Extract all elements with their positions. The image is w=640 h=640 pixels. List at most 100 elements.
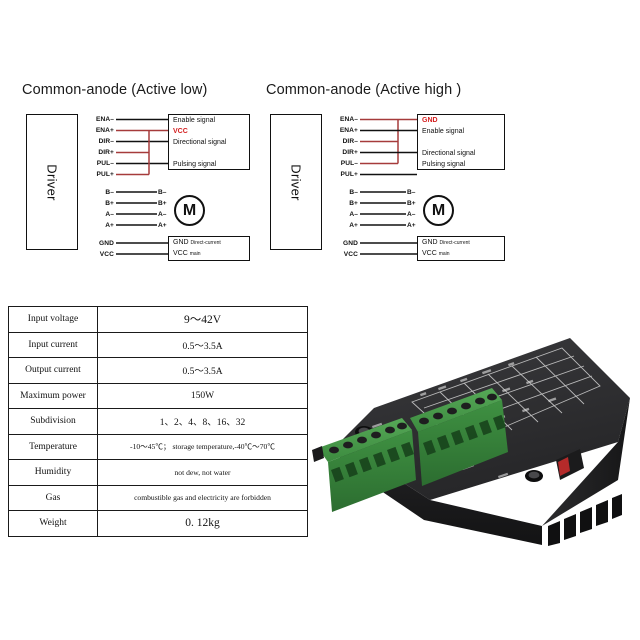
power-vcc-row: VCC main [418, 248, 504, 259]
table-row: Input voltage 9～42V [8, 306, 308, 333]
pin-b-plus: B+ [105, 200, 114, 207]
spec-value: combustible gas and electricity are forb… [97, 484, 308, 511]
wire-lines-active-high [360, 118, 417, 255]
mounting-hole-right [525, 470, 543, 482]
power-gnd-row: GND Direct-current [169, 237, 249, 248]
spec-key: Input current [8, 331, 98, 358]
spec-value: 0.5～3.5A [97, 331, 308, 358]
diagram-title-active-low: Common-anode (Active low) [22, 82, 208, 98]
table-row: Input current 0.5～3.5A [8, 331, 308, 358]
motor-terminal-a-minus: A– [158, 210, 167, 218]
signal-directional: Directional signal [173, 139, 227, 146]
motor-terminal-a-plus: A+ [407, 221, 416, 229]
side-tab [312, 446, 324, 462]
motor-terminal-labels: B– B+ A– A+ [407, 187, 416, 231]
power-vcc-label: VCC [422, 250, 437, 257]
motor-terminal-labels: B– B+ A– A+ [158, 187, 167, 231]
pin-pul-minus: PUL– [96, 160, 114, 167]
table-row: Subdivision 1、2、4、8、16、32 [8, 408, 308, 435]
pin-dir-minus: DIR– [342, 138, 358, 145]
pin-vcc: VCC [343, 251, 358, 258]
pin-a-minus: A– [349, 211, 358, 218]
power-box-active-low: GND Direct-current VCC main [168, 236, 250, 261]
motor-terminal-b-plus: B+ [407, 199, 416, 207]
power-vcc-row: VCC main [169, 248, 249, 259]
driver-box [26, 114, 78, 250]
pin-gnd: GND [343, 240, 358, 247]
wiring-diagram-active-low: Common-anode (Active low) Driver ENA– EN… [18, 82, 258, 264]
motor-terminal-a-plus: A+ [158, 221, 167, 229]
spec-value: 0.5～3.5A [97, 357, 308, 384]
signal-enable: Enable signal [173, 117, 216, 124]
signal-gnd: GND [422, 117, 438, 124]
signal-pulsing: Pulsing signal [422, 161, 466, 168]
spec-table-body: Input voltage 9～42V Input current 0.5～3.… [8, 306, 308, 537]
power-box-active-high: GND Direct-current VCC main [417, 236, 505, 261]
diagram-title-active-high: Common-anode (Active high ) [266, 82, 462, 98]
pin-dir-plus: DIR+ [98, 149, 114, 156]
spec-key: Subdivision [8, 408, 98, 435]
pin-b-minus: B– [349, 189, 358, 196]
spec-key: Temperature [8, 433, 98, 460]
table-row: Maximum power 150W [8, 382, 308, 409]
motor-terminal-b-plus: B+ [158, 199, 167, 207]
table-row: Gas combustible gas and electricity are … [8, 484, 308, 511]
spec-key: Output current [8, 357, 98, 384]
wiring-diagram-active-high: Common-anode (Active high ) Driver ENA– … [262, 82, 512, 264]
terminal-block-left [318, 418, 416, 512]
driver-box [270, 114, 322, 250]
spec-key: Humidity [8, 459, 98, 486]
pin-ena-plus: ENA+ [95, 127, 114, 134]
driver-pin-list: ENA– ENA+ DIR– DIR+ PUL– PUL+ B– B+ A– A… [322, 114, 360, 260]
spec-value: 150W [97, 382, 308, 409]
dip-switch [556, 449, 584, 480]
spec-value: 0. 12kg [97, 510, 308, 537]
power-gnd-note: Direct-current [439, 240, 470, 246]
signal-vcc: VCC [173, 128, 188, 135]
pin-dir-minus: DIR– [98, 138, 114, 145]
spec-value: 9～42V [97, 306, 308, 333]
table-row: Weight 0. 12kg [8, 510, 308, 537]
pin-ena-minus: ENA– [340, 116, 358, 123]
table-row: Humidity not dew, not water [8, 459, 308, 486]
spec-key: Weight [8, 510, 98, 537]
signal-pulsing: Pulsing signal [173, 161, 217, 168]
power-gnd-label: GND [422, 239, 438, 246]
spec-value: -10～45℃； storage temperature,-40℃～70℃ [97, 433, 308, 460]
signal-spacer: . [418, 137, 504, 148]
pin-ena-minus: ENA– [96, 116, 114, 123]
signal-spacer: . [169, 148, 249, 159]
spec-key: Gas [8, 484, 98, 511]
terminal-block-right [410, 388, 508, 486]
wire-lines-active-low [116, 118, 168, 255]
signal-box-active-high: GND Enable signal . Directional signal P… [417, 114, 505, 170]
signal-directional: Directional signal [422, 150, 476, 157]
signal-box-active-low: Enable signal VCC Directional signal . P… [168, 114, 250, 170]
motor-terminal-b-minus: B– [407, 188, 416, 196]
power-gnd-label: GND [173, 239, 189, 246]
power-vcc-note: main [438, 251, 450, 257]
pin-pul-minus: PUL– [340, 160, 358, 167]
product-photo-stepper-driver [312, 330, 636, 575]
specification-table: Input voltage 9～42V Input current 0.5～3.… [8, 306, 308, 537]
power-vcc-label: VCC [173, 250, 188, 257]
power-gnd-row: GND Direct-current [418, 237, 504, 248]
motor-terminal-b-minus: B– [158, 188, 167, 196]
pin-pul-plus: PUL+ [340, 171, 358, 178]
spec-value: 1、2、4、8、16、32 [97, 408, 308, 435]
pin-a-plus: A+ [105, 222, 114, 229]
pin-ena-plus: ENA+ [339, 127, 358, 134]
pin-dir-plus: DIR+ [342, 149, 358, 156]
driver-pin-list: ENA– ENA+ DIR– DIR+ PUL– PUL+ B– B+ A– A… [78, 114, 116, 260]
pin-pul-plus: PUL+ [96, 171, 114, 178]
pin-vcc: VCC [99, 251, 114, 258]
spec-key: Maximum power [8, 382, 98, 409]
power-gnd-note: Direct-current [190, 240, 221, 246]
table-row: Output current 0.5～3.5A [8, 357, 308, 384]
pin-a-minus: A– [105, 211, 114, 218]
motor-terminal-a-minus: A– [407, 210, 416, 218]
pin-b-minus: B– [105, 189, 114, 196]
heatsink-fins [548, 494, 622, 546]
spec-value: not dew, not water [97, 459, 308, 486]
